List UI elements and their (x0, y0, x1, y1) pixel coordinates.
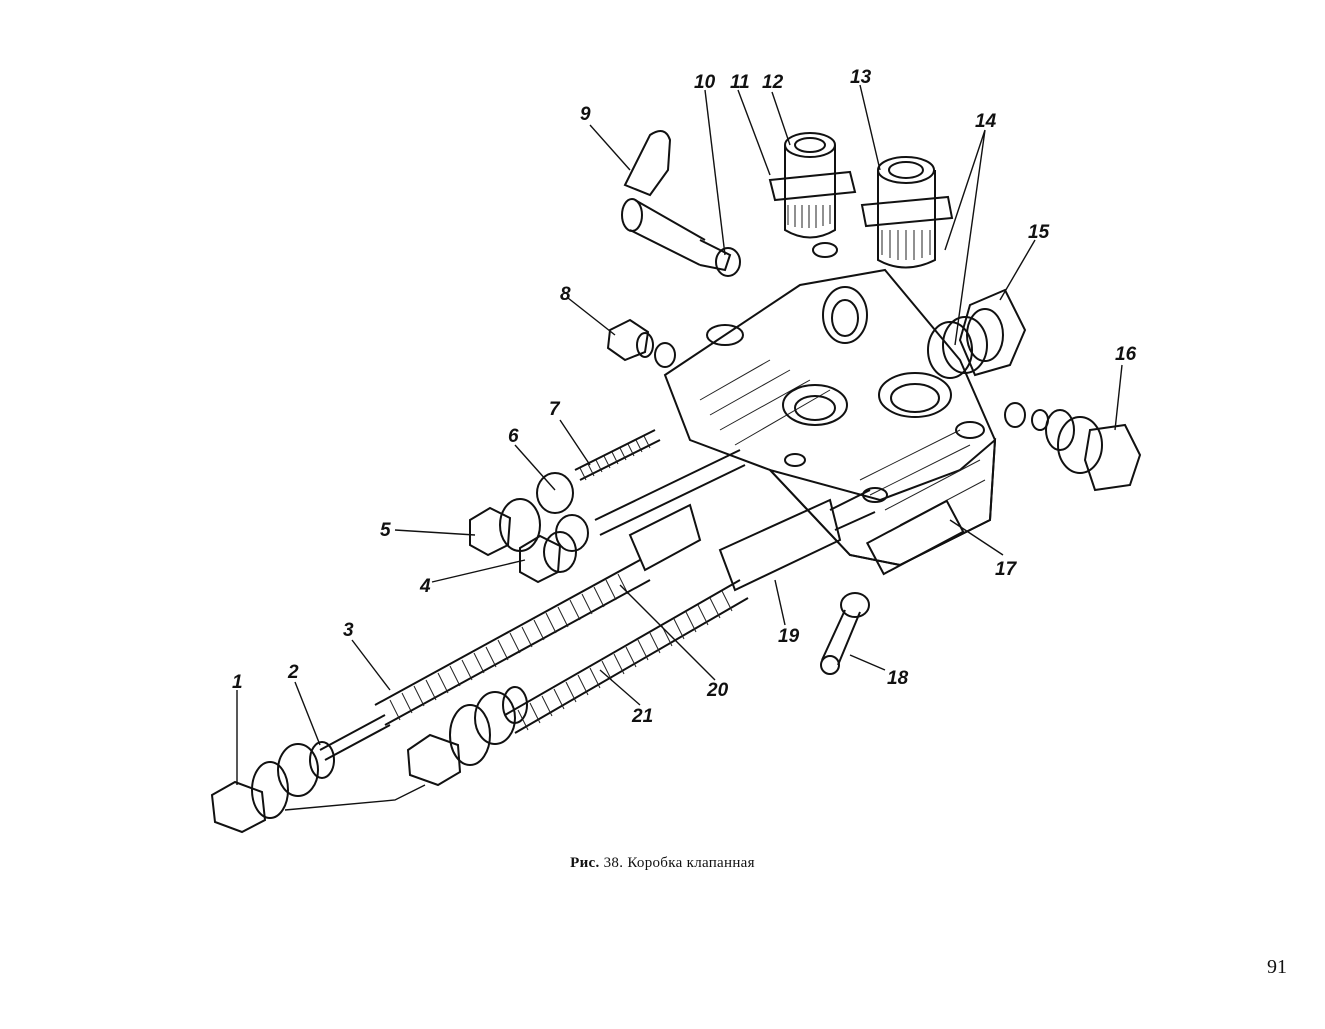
caption-title: Коробка клапанная (627, 855, 755, 871)
callout-18: 18 (887, 668, 909, 689)
spring-3 (374, 559, 651, 726)
spring-7 (574, 429, 661, 481)
plug-lower-assembly (406, 686, 528, 787)
plug-1 (210, 741, 335, 834)
callout-17: 17 (995, 559, 1018, 580)
callout-11: 11 (730, 72, 750, 93)
callout-20: 20 (706, 680, 729, 701)
caption-prefix: Рис. (570, 855, 600, 871)
callout-8: 8 (560, 284, 571, 305)
callout-4: 4 (419, 576, 431, 597)
leader-lines (236, 84, 1123, 785)
caption-number: 38. (603, 855, 624, 871)
callout-21: 21 (631, 706, 653, 727)
callout-19: 19 (778, 626, 800, 647)
callout-12: 12 (762, 72, 784, 93)
rod-2 (319, 714, 391, 761)
lever-18 (820, 592, 870, 675)
spring-21 (504, 579, 749, 734)
callout-2: 2 (287, 662, 299, 683)
callout-16: 16 (1115, 344, 1137, 365)
callout-14: 14 (975, 111, 997, 132)
callout-1: 1 (232, 672, 243, 693)
spool-assembly-19 (718, 489, 876, 592)
callout-9: 9 (580, 104, 591, 125)
callout-13: 13 (850, 67, 872, 88)
page-number: 91 (1267, 956, 1287, 978)
plugs-4-5 (469, 498, 577, 584)
spool-assembly-20 (594, 449, 746, 572)
callout-10: 10 (694, 72, 716, 93)
lever-9 (621, 130, 741, 277)
nut-15 (958, 288, 1027, 377)
callout-labels: 1 2 3 4 5 6 7 8 9 10 11 12 13 14 15 16 1… (232, 67, 1137, 727)
plug-16 (1004, 402, 1142, 492)
figure-caption: Рис. 38. Коробка клапанная (0, 855, 1325, 872)
callout-15: 15 (1028, 222, 1050, 243)
valve-body (663, 242, 997, 576)
callout-5: 5 (380, 520, 391, 541)
callout-3: 3 (343, 620, 354, 641)
callout-7: 7 (549, 399, 561, 420)
fitting-12 (768, 132, 857, 239)
callout-6: 6 (508, 426, 519, 447)
plug-8 (606, 318, 676, 368)
fitting-13 (860, 156, 954, 269)
rings-14 (927, 316, 988, 379)
